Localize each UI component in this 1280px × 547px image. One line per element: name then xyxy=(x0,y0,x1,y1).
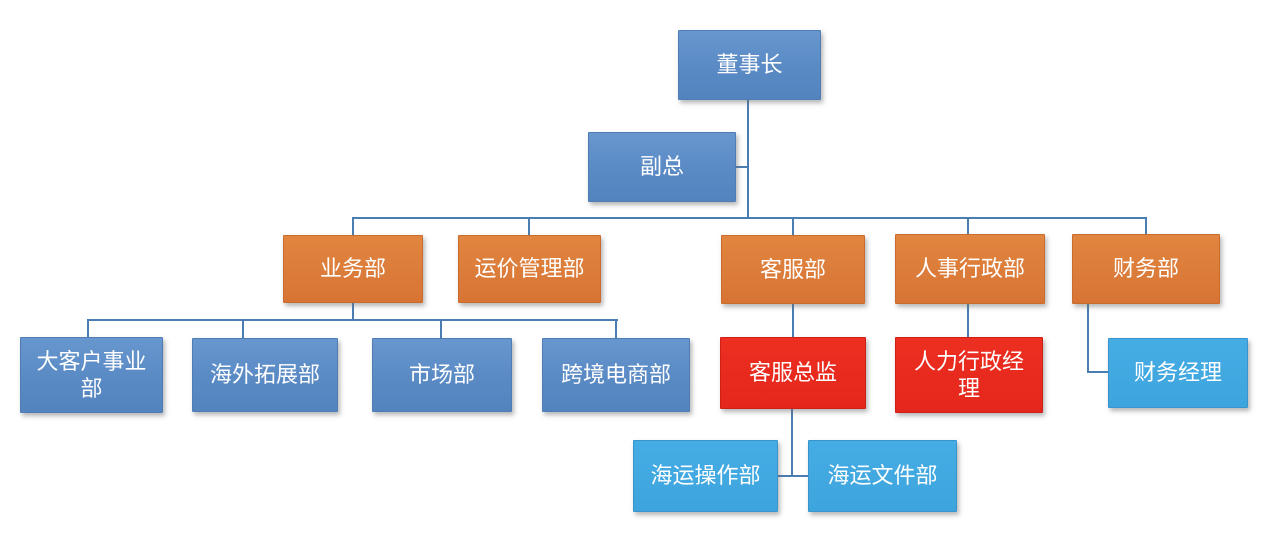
org-node-label: 客服部 xyxy=(759,256,826,282)
org-node-label: 财务部 xyxy=(1112,256,1179,282)
org-node-business-dept[interactable]: 业务部 xyxy=(283,235,423,303)
org-node-label: 大客户事业部 xyxy=(36,348,147,402)
connector-drop-customer-service-dept xyxy=(792,218,794,236)
connector-level4-bus xyxy=(87,319,618,321)
org-node-hr-admin-manager[interactable]: 人力行政经理 xyxy=(895,337,1043,413)
connector-drop-marketing-dept xyxy=(440,320,442,338)
connector-drop-hr-admin-dept xyxy=(967,218,969,235)
connector-business-dept-stem xyxy=(352,302,354,320)
org-node-freight-rate-management-dept[interactable]: 运价管理部 xyxy=(458,235,601,303)
connector-drop-customer-service-director xyxy=(792,303,794,337)
org-node-customer-service-dept[interactable]: 客服部 xyxy=(721,235,865,304)
connector-drop-hr-admin-manager xyxy=(967,304,969,337)
org-node-label: 财务经理 xyxy=(1133,360,1222,386)
connector-drop-finance-dept xyxy=(1145,218,1147,235)
org-node-label: 海外拓展部 xyxy=(209,362,320,388)
org-node-label: 业务部 xyxy=(319,256,386,282)
connector-level3-bus xyxy=(352,217,1147,219)
org-node-label: 人事行政部 xyxy=(914,256,1025,282)
connector-finance-manager-elbow-vertical xyxy=(1087,303,1089,373)
org-node-key-account-division[interactable]: 大客户事业部 xyxy=(20,337,163,413)
org-node-vice-general-manager[interactable]: 副总 xyxy=(588,132,736,202)
connector-chairman-trunk xyxy=(747,99,749,219)
org-node-ocean-operations-dept[interactable]: 海运操作部 xyxy=(633,440,778,512)
connector-vice-general-manager xyxy=(735,166,749,168)
org-node-hr-admin-dept[interactable]: 人事行政部 xyxy=(895,234,1045,304)
org-node-label: 人力行政经理 xyxy=(913,348,1024,402)
org-node-customer-service-director[interactable]: 客服总监 xyxy=(720,337,866,409)
org-node-chairman[interactable]: 董事长 xyxy=(678,30,821,100)
org-node-finance-dept[interactable]: 财务部 xyxy=(1072,234,1220,304)
connector-drop-freight-rate-dept xyxy=(528,218,530,236)
connector-customer-service-director-down xyxy=(791,408,793,477)
org-node-finance-manager[interactable]: 财务经理 xyxy=(1108,338,1248,408)
org-node-cross-border-ecommerce-dept[interactable]: 跨境电商部 xyxy=(542,338,690,412)
org-node-label: 董事长 xyxy=(716,52,783,78)
connector-drop-overseas-expansion-dept xyxy=(242,320,244,338)
org-node-label: 海运操作部 xyxy=(650,463,761,489)
connector-drop-cross-border-ecommerce-dept xyxy=(615,320,617,338)
org-node-label: 市场部 xyxy=(408,362,475,388)
org-node-label: 运价管理部 xyxy=(474,256,585,282)
org-node-marketing-dept[interactable]: 市场部 xyxy=(372,338,512,412)
org-node-label: 副总 xyxy=(639,154,684,180)
org-node-label: 客服总监 xyxy=(748,360,837,386)
org-node-label: 跨境电商部 xyxy=(560,362,671,388)
connector-finance-manager-elbow-horizontal xyxy=(1087,371,1110,373)
org-node-ocean-documentation-dept[interactable]: 海运文件部 xyxy=(808,440,957,512)
org-node-label: 海运文件部 xyxy=(827,463,938,489)
connector-drop-key-account-division xyxy=(87,320,89,337)
connector-drop-business-dept xyxy=(352,218,354,236)
connector-ocean-depts-cross xyxy=(777,475,809,477)
org-node-overseas-expansion-dept[interactable]: 海外拓展部 xyxy=(192,338,338,412)
